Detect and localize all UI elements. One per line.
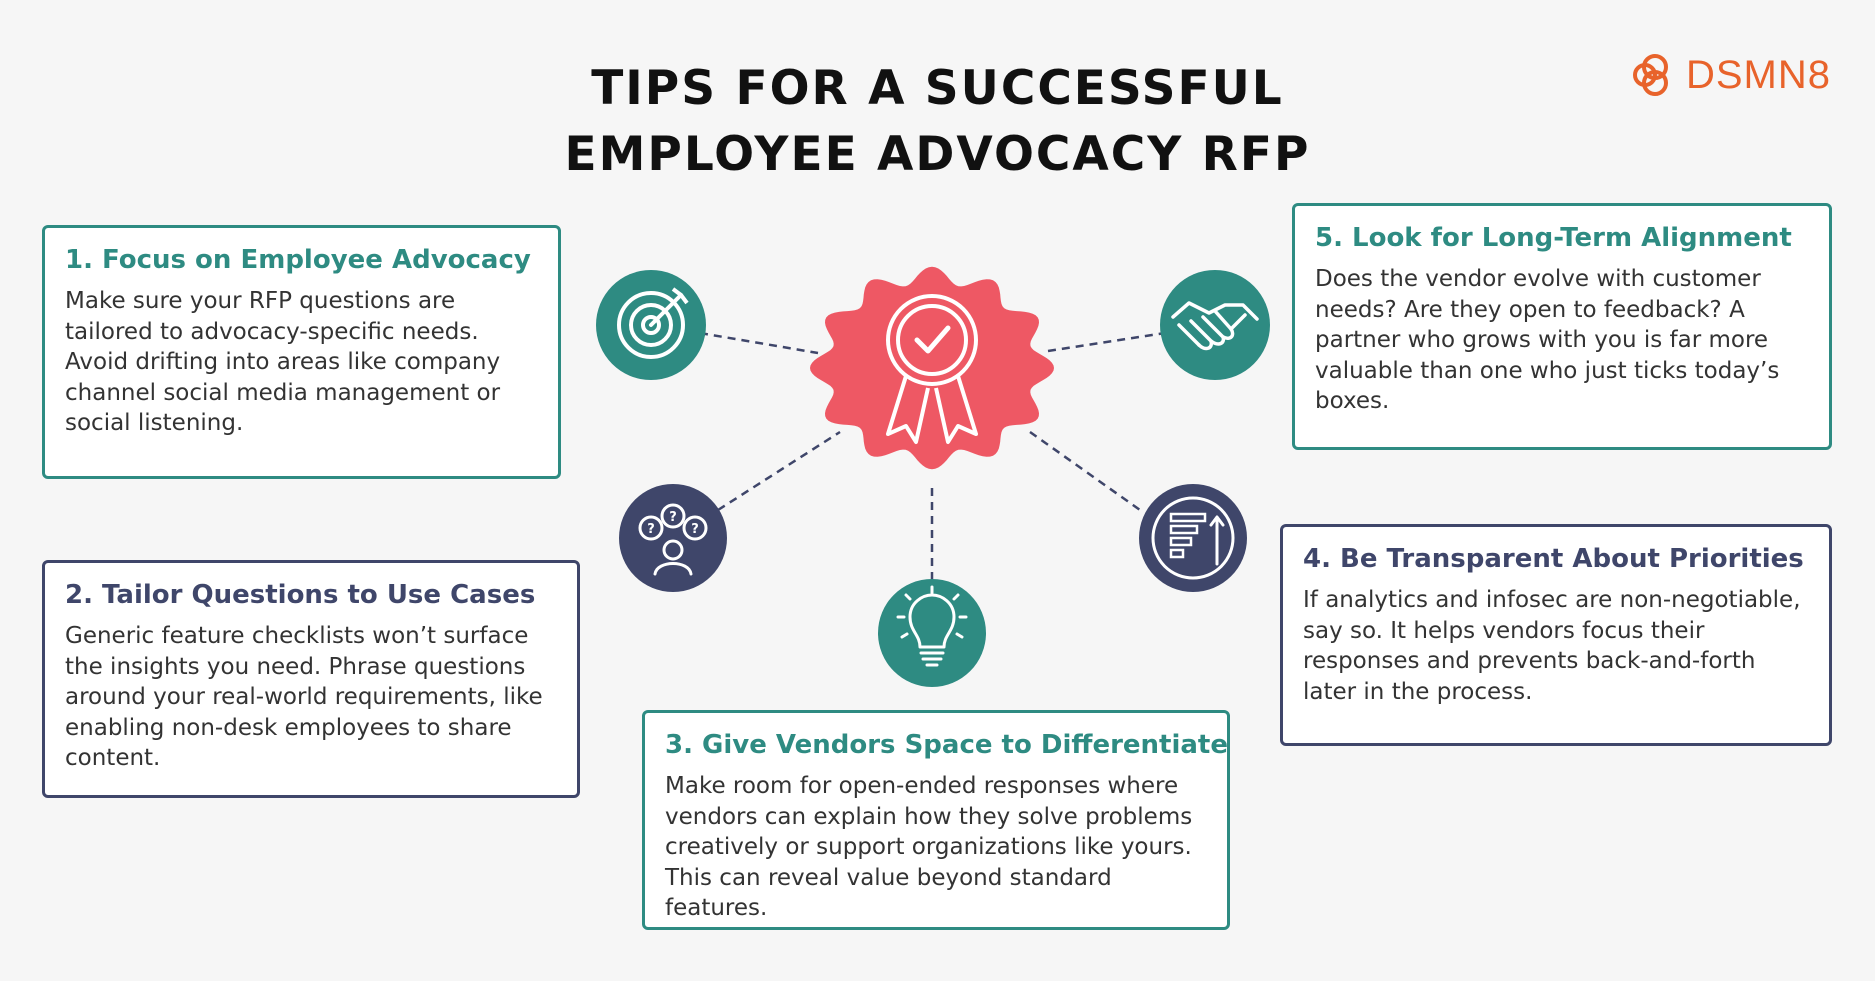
- svg-text:?: ?: [691, 522, 699, 537]
- connector-line-handshake: [1047, 331, 1166, 353]
- tip-card-3: 3. Give Vendors Space to Differentiate M…: [642, 710, 1230, 930]
- tip-heading: 1. Focus on Employee Advocacy: [65, 245, 531, 275]
- tip-heading: 3. Give Vendors Space to Differentiate: [665, 730, 1228, 760]
- svg-text:?: ?: [647, 522, 655, 537]
- tip-body: Make room for open-ended responses where…: [665, 773, 1193, 921]
- svg-text:?: ?: [669, 510, 677, 525]
- dsmn8-logo-icon: [1632, 54, 1668, 96]
- brand-logo: DSMN8: [1632, 52, 1831, 98]
- person-questions-icon: ? ? ?: [619, 484, 727, 592]
- tip-card-5: 5. Look for Long-Term Alignment Does the…: [1292, 203, 1832, 450]
- connector-line-priorities: [1029, 430, 1141, 512]
- title-line-2: EMPLOYEE ADVOCACY RFP: [564, 127, 1311, 182]
- priority-list-icon: [1139, 484, 1247, 592]
- tip-card-4: 4. Be Transparent About Priorities If an…: [1280, 524, 1832, 746]
- tip-card-2: 2. Tailor Questions to Use Cases Generic…: [42, 560, 580, 798]
- tip-body: Make sure your RFP questions are tailore…: [65, 288, 501, 436]
- tip-heading: 4. Be Transparent About Priorities: [1303, 544, 1804, 574]
- tip-body: Does the vendor evolve with customer nee…: [1315, 266, 1780, 414]
- handshake-icon: [1160, 270, 1270, 380]
- award-badge-icon: [810, 266, 1054, 470]
- tip-card-1: 1. Focus on Employee Advocacy Make sure …: [42, 225, 561, 479]
- tip-body: Generic feature checklists won’t surface…: [65, 623, 543, 771]
- title-line-1: TIPS FOR A SUCCESSFUL: [591, 61, 1284, 116]
- connector-line-questions: [717, 430, 841, 512]
- page-title: TIPS FOR A SUCCESSFUL EMPLOYEE ADVOCACY …: [0, 56, 1875, 188]
- tip-heading: 2. Tailor Questions to Use Cases: [65, 580, 536, 610]
- target-icon: [596, 270, 706, 380]
- connector-lines: [699, 331, 1166, 585]
- tip-body: If analytics and infosec are non-negotia…: [1303, 587, 1801, 705]
- brand-name: DSMN8: [1685, 52, 1831, 97]
- lightbulb-icon: [878, 579, 986, 687]
- connector-line-target: [699, 331, 819, 355]
- tip-heading: 5. Look for Long-Term Alignment: [1315, 223, 1792, 253]
